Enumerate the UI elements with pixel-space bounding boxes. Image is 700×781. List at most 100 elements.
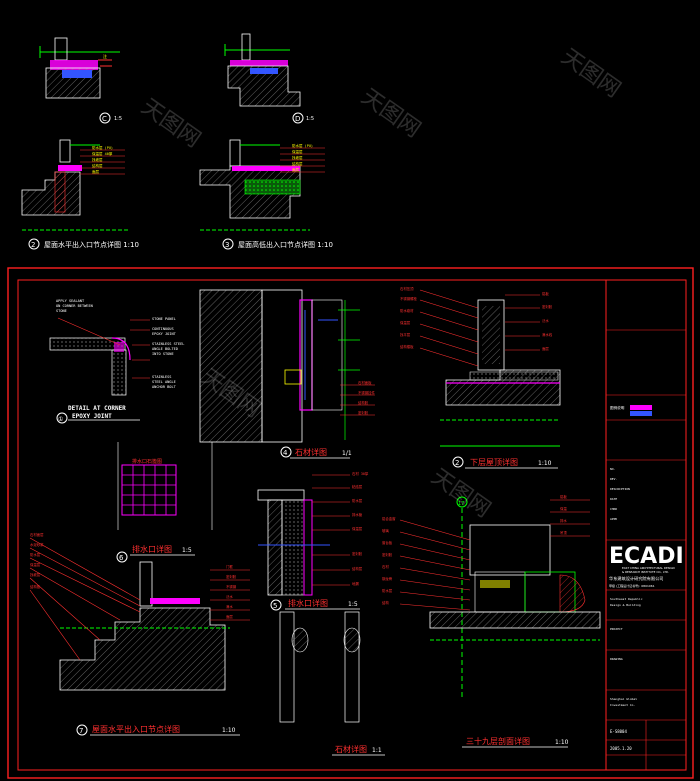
stone-detail-plain: 石材详图 1:1: [279, 611, 385, 756]
svg-text:结构层: 结构层: [352, 566, 363, 571]
svg-text:Investment Co.: Investment Co.: [610, 703, 635, 707]
svg-text:防水层: 防水层: [30, 552, 41, 557]
svg-text:密封胶: 密封胶: [358, 410, 369, 415]
entry-7-title: 屋面水平出入口节点详图: [92, 724, 180, 734]
corner-note-11: STEEL ANGLE: [152, 380, 176, 384]
svg-text:结构层: 结构层: [292, 161, 303, 166]
corner-note-6: EPOXY JOINT: [152, 332, 177, 336]
drain-5-number: 5: [273, 602, 277, 610]
detail-d-marker: D: [295, 115, 300, 123]
corner-note-12: ANCHOR BOLT: [152, 385, 177, 389]
corner-detail-title-1: DETAIL AT CORNER: [68, 405, 126, 412]
svg-text:注: 注: [103, 53, 107, 59]
svg-text:APPD: APPD: [610, 517, 617, 521]
drawing-date: 2005.1.20: [610, 746, 632, 751]
svg-text:PROJECT: PROJECT: [610, 627, 623, 631]
svg-text:石材: 石材: [382, 564, 389, 569]
svg-text:防水层 (PU): 防水层 (PU): [292, 143, 313, 148]
svg-text:石材面层: 石材面层: [30, 532, 44, 537]
svg-text:找坡层: 找坡层: [292, 155, 303, 160]
section-axis-marker: 17: [458, 501, 464, 507]
svg-text:水泥砂浆: 水泥砂浆: [30, 542, 44, 547]
svg-text:找平层: 找平层: [400, 332, 411, 337]
entry-7-number: 7: [79, 727, 83, 735]
svg-text:密封胶: 密封胶: [226, 574, 237, 579]
svg-text:CHKD: CHKD: [610, 507, 617, 511]
detail-d-scale: 1:5: [306, 116, 314, 122]
company-en-1: EAST CHINA ARCHITECTURAL DESIGN: [622, 566, 675, 570]
svg-text:面层: 面层: [226, 614, 233, 619]
watermark: 天图网 天图网 天图网 天图网 天图网: [137, 44, 625, 522]
svg-text:密封胶: 密封胶: [352, 551, 363, 556]
svg-text:找坡层: 找坡层: [92, 157, 103, 162]
svg-text:天图网: 天图网: [137, 94, 205, 152]
svg-text:泛水: 泛水: [226, 594, 233, 599]
drain-5-scale: 1:5: [348, 601, 358, 608]
sheet-frame: [7, 267, 694, 779]
svg-text:滴水: 滴水: [226, 604, 233, 609]
svg-text:面层: 面层: [292, 167, 300, 172]
svg-text:钢龙骨: 钢龙骨: [382, 576, 393, 581]
svg-text:Design & Building: Design & Building: [610, 603, 641, 607]
svg-text:吊顶: 吊顶: [560, 531, 567, 535]
stone-detail-4-title: 石材详图: [295, 447, 327, 457]
svg-text:粘结层: 粘结层: [352, 484, 363, 489]
svg-text:结构板: 结构板: [30, 584, 41, 589]
lower-roof-title: 下层屋顶详图: [470, 457, 518, 467]
company-cert: 甲级 (工程设计证书号): 0801061: [609, 583, 655, 588]
corner-note-10: STAINLESS: [152, 375, 171, 379]
detail-c: 注 C 1:5: [39, 37, 122, 124]
svg-text:DESCRIPTION: DESCRIPTION: [610, 487, 630, 491]
lower-roof-number: 2: [455, 459, 459, 467]
drain-6-title: 排水口详图: [132, 544, 172, 554]
corner-epoxy-detail: APPLY SEALANT ON CORNER BETWEEN STONE ST…: [49, 299, 184, 424]
svg-text:石材面板: 石材面板: [358, 380, 372, 385]
svg-text:玻璃: 玻璃: [382, 528, 389, 533]
svg-text:密封胶: 密封胶: [382, 552, 393, 557]
legend-title: 图例说明: [610, 405, 625, 410]
svg-text:NO.: NO.: [610, 467, 616, 471]
svg-text:Shanghai Global: Shanghai Global: [610, 697, 637, 701]
svg-text:防水层: 防水层: [382, 588, 393, 593]
drain-grid-detail-6: 排水口石篦图 6 排水口详图 1:5: [116, 442, 213, 563]
detail-2-title: 屋面水平出入口节点详图 1:10: [44, 240, 139, 249]
detail-2-number: 2: [31, 241, 35, 249]
corner-note-9: INTO STONE: [152, 352, 174, 356]
detail-3-number: 3: [225, 241, 229, 249]
watermark-text: 天图网: [557, 44, 625, 102]
svg-text:泛水: 泛水: [542, 318, 549, 323]
stone-detail-4-number: 4: [283, 449, 288, 457]
svg-text:铝板: 铝板: [542, 291, 549, 296]
ecadi-logo: ECADI: [609, 544, 684, 569]
svg-text:结构层: 结构层: [92, 163, 103, 168]
section-39-scale: 1:10: [555, 739, 569, 746]
company-en-2: & RESEARCH INSTITUTE CO., LTD.: [622, 570, 669, 574]
svg-text:保温层: 保温层: [352, 526, 363, 531]
svg-text:保温层: 保温层: [30, 562, 41, 567]
svg-text:REV.: REV.: [610, 477, 617, 481]
svg-text:结构: 结构: [382, 600, 389, 605]
svg-text:石材压顶: 石材压顶: [400, 286, 414, 291]
svg-text:不锈钢: 不锈钢: [226, 584, 237, 589]
svg-text:不锈钢挂件: 不锈钢挂件: [358, 390, 376, 395]
svg-text:防水层 (PU): 防水层 (PU): [92, 145, 113, 150]
svg-text:窗台板: 窗台板: [382, 540, 393, 545]
section-39-title: 三十九层剖面详图: [466, 736, 530, 746]
svg-text:不锈钢螺栓: 不锈钢螺栓: [400, 296, 418, 301]
drain-5-title: 排水口详图: [288, 598, 328, 608]
svg-text:滴水线: 滴水线: [542, 332, 553, 337]
detail-c-marker: C: [102, 115, 107, 123]
corner-note-5: CONTINUOUS: [152, 327, 174, 331]
svg-text:找坡层: 找坡层: [30, 572, 41, 577]
drain-6-number: 6: [119, 554, 124, 562]
svg-text:保温: 保温: [560, 506, 567, 511]
svg-text:防水层: 防水层: [352, 498, 363, 503]
company-cn: 华东建筑设计研究院有限公司: [609, 575, 663, 582]
